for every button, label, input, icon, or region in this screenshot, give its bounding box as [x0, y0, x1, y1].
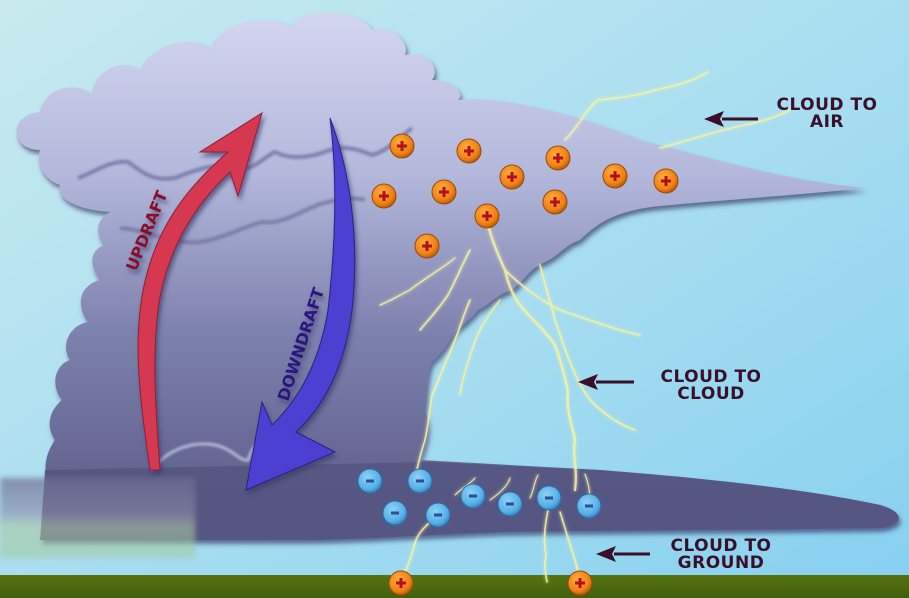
plus-icon — [553, 153, 563, 163]
plus-icon — [396, 578, 406, 588]
plus-icon — [397, 141, 407, 151]
cloud-contour-line — [77, 126, 414, 181]
positive-charge — [602, 163, 628, 189]
positive-charge — [389, 133, 415, 159]
ground-positive-charge — [567, 570, 593, 596]
positive-charge — [371, 183, 397, 209]
plus-icon — [661, 176, 671, 186]
plus-icon — [610, 171, 620, 181]
lightning-cloud-to-ground — [543, 509, 549, 583]
arrow-left-icon — [596, 546, 650, 562]
positive-charge — [542, 189, 568, 215]
arrow-left-icon — [578, 374, 634, 390]
negative-charge — [382, 500, 408, 526]
negative-charge — [357, 468, 383, 494]
positive-charge — [653, 168, 679, 194]
lightning-branch — [379, 257, 456, 306]
label-line: CLOUD — [677, 384, 745, 404]
lightning-branch — [419, 249, 471, 331]
updraft-arrow-shape — [137, 111, 263, 471]
ground-positive-charge — [388, 570, 414, 596]
label-line: AIR — [809, 112, 845, 132]
plus-icon — [550, 197, 560, 207]
plus-icon — [464, 146, 474, 156]
lightning-cloud-to-air — [564, 71, 709, 141]
plus-icon — [482, 211, 492, 221]
label-cloud-to-air: CLOUD TO AIR — [752, 97, 902, 131]
positive-charge — [431, 179, 457, 205]
arrow-left-icon — [704, 111, 758, 127]
label-line: CLOUD TO — [670, 536, 772, 556]
label-line: GROUND — [677, 553, 765, 573]
label-line: CLOUD TO — [660, 367, 762, 387]
plus-icon — [379, 191, 389, 201]
positive-charge — [545, 145, 571, 171]
lightning-cloud-to-cloud — [539, 264, 636, 431]
negative-charge — [407, 468, 433, 494]
plus-icon — [439, 187, 449, 197]
label-line: CLOUD TO — [776, 95, 878, 115]
negative-charge — [576, 493, 602, 519]
downdraft-arrow-shape — [245, 117, 356, 491]
lightning-cloud-to-air — [659, 109, 791, 149]
lightning-branch — [529, 474, 539, 499]
negative-charge — [425, 502, 451, 528]
plus-icon — [575, 578, 585, 588]
plus-icon — [422, 241, 432, 251]
positive-charge — [414, 233, 440, 259]
label-cloud-to-ground: CLOUD TO GROUND — [646, 538, 796, 572]
negative-charge — [536, 485, 562, 511]
lightning-branch — [414, 299, 471, 479]
label-pointers — [578, 111, 758, 562]
ground — [0, 575, 909, 598]
lightning-cloud-to-cloud — [504, 269, 641, 336]
lightning-branch — [489, 477, 511, 501]
negative-charge — [497, 491, 523, 517]
plus-icon — [507, 172, 517, 182]
lightning-branch — [459, 299, 501, 396]
blurred-region — [0, 478, 195, 558]
negative-charge — [460, 483, 486, 509]
label-cloud-to-cloud: CLOUD TO CLOUD — [636, 369, 786, 403]
positive-charge — [474, 203, 500, 229]
charge-markers — [357, 133, 679, 596]
positive-charge — [499, 164, 525, 190]
positive-charge — [456, 138, 482, 164]
